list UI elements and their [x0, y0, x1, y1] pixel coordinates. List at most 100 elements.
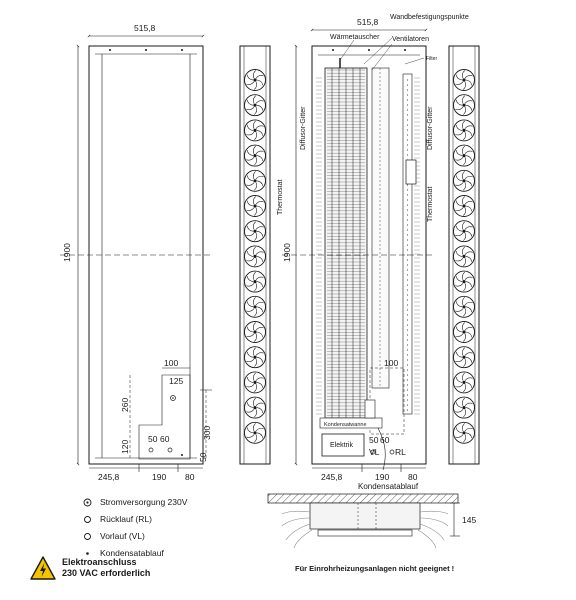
- label-condensate-tray: Kondensatwanne: [324, 422, 367, 428]
- fan-icon: [244, 346, 266, 369]
- dim-pipe-50-internal: 50: [369, 435, 379, 445]
- dim-width-front: 515,8: [134, 23, 156, 33]
- circle-icon: [80, 532, 94, 541]
- fan-icon: [244, 69, 266, 91]
- dim-bottom-mid-internal: 190: [375, 472, 389, 482]
- legend-item: Stromversorgung 230V: [80, 494, 187, 511]
- label-heat-exchanger: Wärmetauscher: [330, 34, 380, 41]
- ceiling-slab: [267, 493, 459, 504]
- dim-height-front: 1900: [62, 243, 72, 262]
- fan-icon: [453, 94, 475, 117]
- legend-text: Kondensatablauf: [100, 548, 164, 558]
- supply-connection: [167, 447, 173, 453]
- label-fans: Ventilatoren: [392, 36, 429, 43]
- fan-icon: [453, 195, 475, 217]
- dim-width-internal: 515,8: [357, 17, 379, 27]
- dim-conn-height-300: 300: [202, 426, 212, 440]
- power-supply-icon: [80, 498, 94, 507]
- dim-conn-height-50: 50: [198, 452, 208, 462]
- fan-icon: [244, 94, 266, 117]
- electrical-hazard-icon: [30, 556, 56, 580]
- installation-note: Für Einrohrheizungsanlagen nicht geeigne…: [295, 564, 455, 573]
- label-thermostat-left: Thermostat: [277, 180, 284, 215]
- label-filter: Filter: [426, 56, 437, 62]
- fan-icon: [453, 245, 475, 268]
- internal-view: [282, 28, 432, 472]
- electrical-warning: Elektroanschluss 230 VAC erforderlich: [30, 556, 150, 580]
- fan-icon: [453, 421, 475, 444]
- thermostat-box: [405, 159, 417, 185]
- warning-line-1: Elektroanschluss: [62, 557, 137, 567]
- fan-icon: [453, 396, 475, 419]
- legend-item: Kondensatablauf: [80, 545, 187, 562]
- legend-text: Rücklauf (RL): [100, 514, 152, 524]
- dim-conn-height-260: 260: [120, 398, 130, 412]
- fan-icon: [453, 321, 475, 343]
- dim-conn-offset: 125: [169, 376, 183, 386]
- fan-icon: [453, 144, 475, 167]
- fan-icon: [453, 119, 475, 142]
- dot-icon: [80, 549, 94, 558]
- fan-cassette: [371, 67, 390, 389]
- dim-conn-width-internal: 100: [384, 358, 398, 368]
- dim-bottom-right-front: 80: [185, 472, 195, 482]
- condensate-tray: [319, 417, 383, 429]
- fan-column-left: [244, 69, 266, 444]
- fan-icon: [244, 396, 266, 419]
- dim-conn-width: 100: [164, 358, 178, 368]
- legend: Stromversorgung 230V Rücklauf (RL) Vorla…: [80, 494, 187, 562]
- dim-bottom-mid-front: 190: [152, 472, 166, 482]
- fan-icon: [453, 220, 475, 243]
- label-thermostat-right: Thermostat: [427, 187, 434, 222]
- filter: [402, 73, 413, 415]
- condensate-connection: [181, 454, 183, 456]
- electrics-box: [321, 433, 365, 457]
- fan-icon: [244, 245, 266, 268]
- fan-column-right: [453, 69, 475, 444]
- dim-height-internal: 1900: [282, 243, 292, 262]
- legend-text: Stromversorgung 230V: [100, 497, 188, 507]
- label-rl: RL: [395, 447, 406, 457]
- side-view-left: [239, 45, 271, 465]
- fan-icon: [244, 321, 266, 343]
- label-wall-mount-points: Wandbefestigungspunkte: [390, 14, 469, 21]
- label-condensate-drain: Kondensatablauf: [358, 482, 419, 491]
- unit-section: [309, 502, 421, 530]
- fan-icon: [244, 169, 266, 192]
- fan-icon: [244, 220, 266, 243]
- front-view: [60, 34, 212, 472]
- fan-icon: [244, 119, 266, 142]
- dim-pipe-60-internal: 60: [380, 435, 390, 445]
- return-connection: [148, 447, 154, 453]
- legend-item: Rücklauf (RL): [80, 511, 187, 528]
- fan-icon: [244, 295, 266, 318]
- dim-bottom-right-internal: 80: [408, 472, 418, 482]
- dim-pipe-60: 60: [160, 434, 170, 444]
- dim-side-depth: 145: [462, 515, 476, 525]
- label-vl: VL: [369, 447, 380, 457]
- legend-item: Vorlauf (VL): [80, 528, 187, 545]
- dim-bottom-left-internal: 245,8: [321, 472, 343, 482]
- fan-icon: [244, 371, 266, 394]
- dim-conn-height-120: 120: [120, 440, 130, 454]
- fan-icon: [453, 69, 475, 91]
- fan-icon: [453, 295, 475, 318]
- label-diffuser-right: Diffusor-Gitter: [427, 106, 434, 150]
- heat-exchanger-fins: [327, 68, 365, 418]
- label-diffuser-left: Diffusor-Gitter: [300, 106, 307, 150]
- power-supply-symbol: [170, 395, 176, 401]
- fan-icon: [453, 169, 475, 192]
- fan-icon: [244, 195, 266, 217]
- fan-icon: [244, 144, 266, 167]
- fan-icon: [453, 270, 475, 293]
- warning-line-2: 230 VAC erforderlich: [62, 568, 151, 578]
- circle-icon: [80, 515, 94, 524]
- dim-bottom-left-front: 245,8: [98, 472, 120, 482]
- fan-icon: [244, 421, 266, 444]
- label-electrics: Elektrik: [330, 442, 353, 449]
- section-view: [267, 493, 460, 549]
- dim-pipe-50: 50: [148, 434, 158, 444]
- fan-icon: [453, 371, 475, 394]
- legend-text: Vorlauf (VL): [100, 531, 145, 541]
